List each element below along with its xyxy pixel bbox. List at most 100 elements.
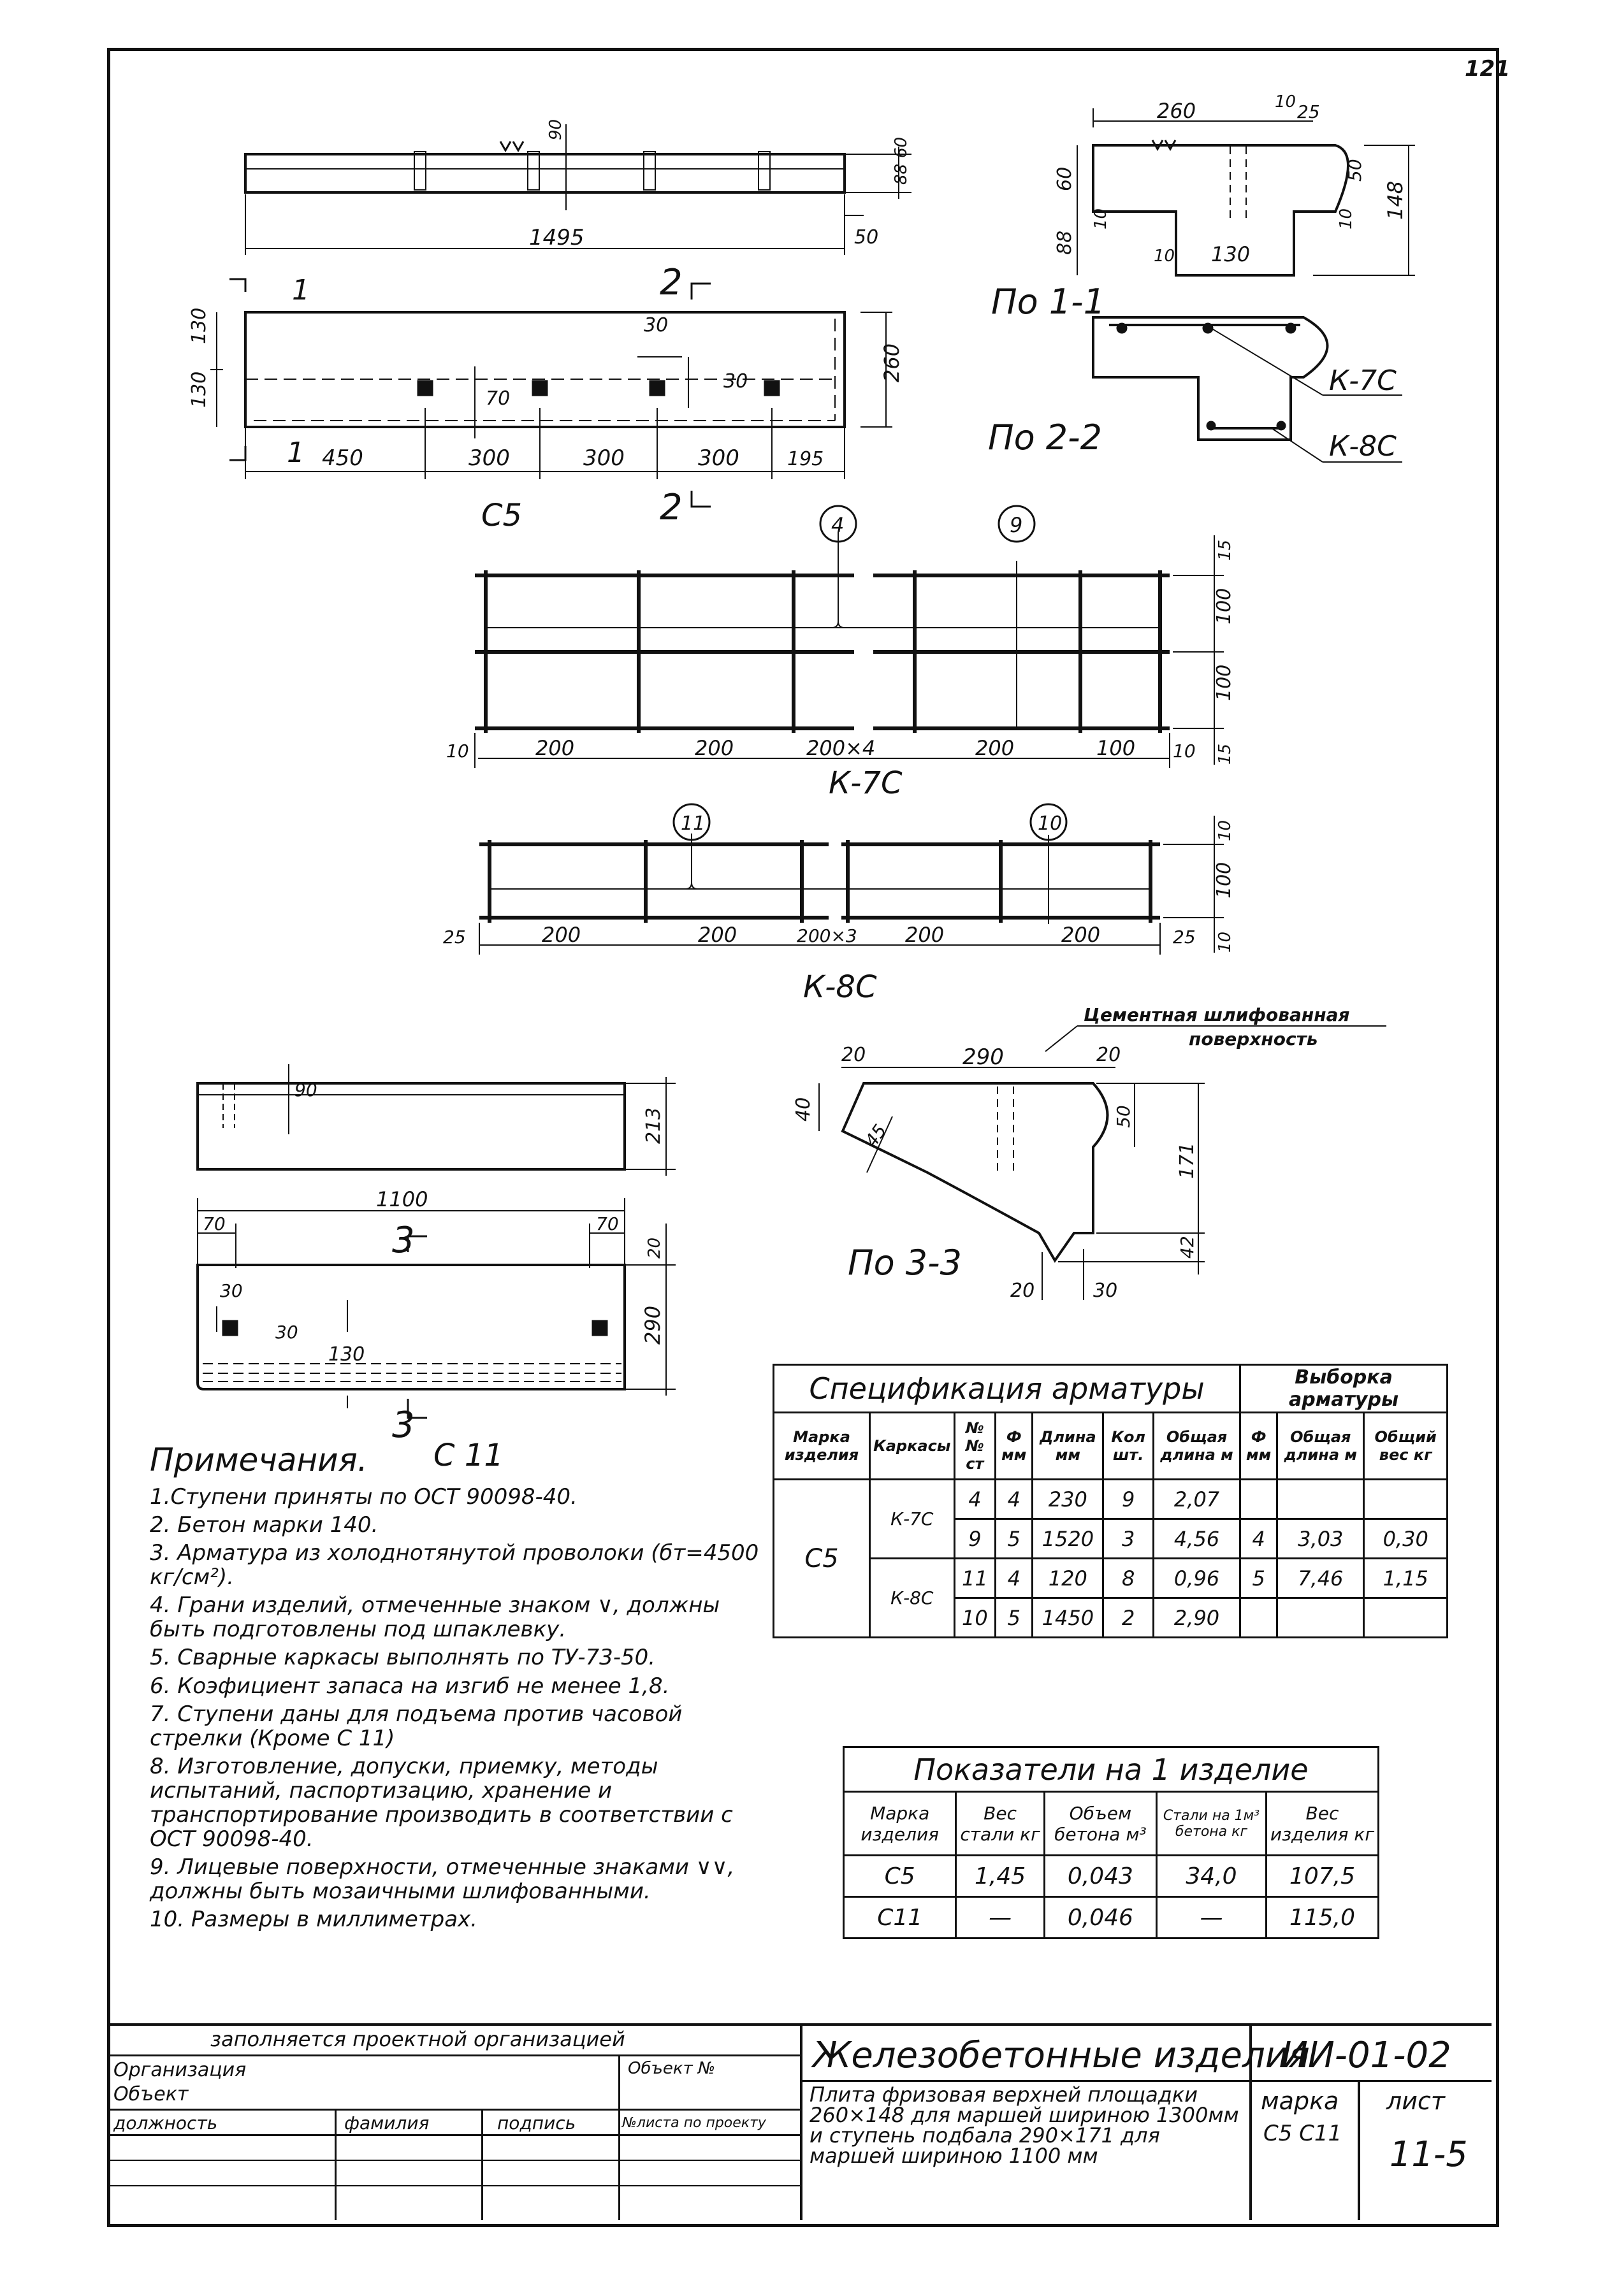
dim-c5-50: 50 (854, 226, 878, 249)
dim-c11-213: 213 (643, 1108, 665, 1144)
balloon-9: 9 (1010, 513, 1022, 537)
dim-c5-88: 88 (892, 164, 911, 185)
dim-k7-10a: 10 (446, 740, 469, 762)
cut-3-top: 3 (392, 1220, 415, 1261)
note-item: 6. Коэфициент запаса на изгиб не менее 1… (150, 1673, 670, 1699)
cement-note-1: Цементная шлифованная (1084, 1004, 1349, 1025)
table-row: С5 К-7С 4 4 230 9 2,07 (772, 1478, 1448, 1638)
cell: 230 (1031, 1478, 1105, 1520)
cell: 7,46 (1276, 1557, 1365, 1599)
cell: 2,07 (1152, 1478, 1242, 1520)
cell: 4 (953, 1478, 997, 1520)
dim-k7-15a: 15 (1216, 540, 1235, 561)
cell: 107,5 (1265, 1854, 1380, 1898)
notes-block: Примечания. 1.Ступени приняты по ОСТ 900… (150, 1441, 762, 1935)
dim-c11-20: 20 (645, 1238, 664, 1259)
section-1-1 (1077, 108, 1415, 277)
cell: 5 (994, 1597, 1034, 1638)
col-total-length: Общая длина м (1152, 1412, 1242, 1480)
cement-note-2: поверхность (1189, 1029, 1318, 1050)
cell: 9 (953, 1518, 997, 1559)
spec-title: Спецификация арматуры (772, 1364, 1242, 1413)
cell: 5 (994, 1518, 1034, 1559)
cell (1276, 1478, 1365, 1520)
cell: 11 (953, 1557, 997, 1599)
object-no-label: Объект № (628, 2059, 716, 2078)
dim-c11-30a: 30 (220, 1280, 243, 1301)
dim-c5-195: 195 (787, 448, 824, 470)
cell: 8 (1102, 1557, 1154, 1599)
cut-2-bottom: 2 (660, 487, 683, 528)
table-row: 10 5 1450 2 2,90 (774, 1597, 1448, 1638)
section-2-2 (1092, 316, 1402, 463)
frame-k8c-label: К-8С (803, 969, 877, 1005)
dim-k8-200b: 200 (698, 923, 737, 947)
dim-1-1-10c: 10 (1154, 247, 1175, 266)
dim-c5-30b: 30 (723, 370, 748, 393)
dim-c5-len: 1495 (529, 225, 584, 250)
table-row: К-8С 11 4 120 8 0,96 5 7,46 1,15 (774, 1557, 1448, 1638)
cell (1239, 1478, 1279, 1520)
dim-3-3-42: 42 (1177, 1236, 1198, 1259)
surname-label: фамилия (344, 2112, 430, 2134)
cell-mark: С5 (772, 1478, 871, 1638)
dim-3-3-30: 30 (1093, 1280, 1117, 1302)
frame-k7c-label: К-7С (829, 765, 903, 801)
cell: 0,043 (1043, 1854, 1158, 1898)
frame-k8c (479, 803, 1224, 955)
note-item: 3. Арматура из холоднотянутой проволоки … (150, 1540, 759, 1591)
dim-k8-200a: 200 (542, 923, 581, 947)
dim-k8-25b: 25 (1173, 927, 1196, 948)
balloon-10: 10 (1038, 812, 1062, 835)
signature-label: подпись (497, 2112, 576, 2134)
page-number: 121 (1465, 56, 1510, 82)
cell: 2,90 (1152, 1597, 1242, 1638)
frame-k7c (474, 505, 1224, 768)
col-item-weight: Вес изделия кг (1265, 1791, 1380, 1856)
section-3-3-label: По 3-3 (848, 1243, 962, 1283)
cell: — (955, 1896, 1045, 1939)
c5-side-view (244, 124, 911, 255)
indicators-table: Показатели на 1 изделие Марка изделия Ве… (842, 1746, 1380, 1939)
dim-c5-300b: 300 (583, 445, 625, 471)
k8c-ref: К-8С (1329, 430, 1397, 463)
dim-c11-90: 90 (294, 1079, 317, 1101)
dim-3-3-45: 45 (860, 1120, 890, 1151)
dim-3-3-20b: 20 (1096, 1044, 1121, 1066)
filled-by-label: заполняется проектной организацией (210, 2027, 625, 2051)
mark-label: марка (1261, 2087, 1339, 2115)
col-qty: Кол шт. (1102, 1412, 1154, 1480)
k7c-ref: К-7С (1329, 365, 1397, 397)
cell: 34,0 (1156, 1854, 1267, 1898)
cell: 5 (1239, 1557, 1279, 1599)
dim-k7-200b: 200 (695, 736, 734, 760)
dim-1-1-50: 50 (1344, 159, 1365, 182)
dim-k8-200c: 200 (905, 923, 944, 947)
c11-view-label: С 11 (433, 1438, 504, 1473)
cell: 0,046 (1043, 1896, 1158, 1939)
dim-1-1-25: 25 (1297, 101, 1320, 122)
dim-1-1-10b: 10 (1091, 208, 1110, 229)
col-sel-length: Общая длина м (1276, 1412, 1365, 1480)
dim-k8-100: 100 (1213, 862, 1235, 899)
cell: 1,45 (955, 1854, 1045, 1898)
dim-c11-290: 290 (641, 1306, 665, 1345)
dim-c5-130b: 130 (188, 372, 210, 408)
object-label: Объект (113, 2083, 189, 2105)
note-item: 4. Грани изделий, отмеченные знаком ∨, д… (150, 1592, 720, 1643)
dim-1-1-10a: 10 (1275, 92, 1296, 112)
col-steel-weight: Вес стали кг (955, 1791, 1045, 1856)
spec-table: Спецификация арматуры Выборка арматуры М… (772, 1364, 1448, 1638)
cell: 120 (1031, 1557, 1105, 1599)
cut-3-bottom: 3 (392, 1404, 415, 1446)
note-item: 8. Изготовление, допуски, приемку, метод… (150, 1753, 733, 1852)
dim-k7-100a: 100 (1213, 588, 1235, 625)
dim-c5-60: 60 (892, 137, 911, 158)
dim-c5-130a: 130 (188, 308, 210, 344)
sheet-value: 11-5 (1390, 2134, 1468, 2174)
mark-values: С5 С11 (1263, 2121, 1342, 2146)
col-mark: Марка изделия (842, 1791, 957, 1856)
dim-3-3-20c: 20 (1010, 1280, 1035, 1302)
section-2-2-label: По 2-2 (988, 417, 1102, 458)
dim-3-3-20a: 20 (841, 1044, 866, 1066)
